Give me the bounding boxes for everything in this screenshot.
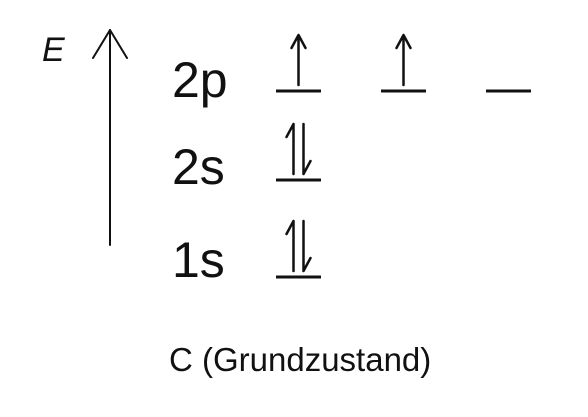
orbitals-1s xyxy=(276,219,321,279)
electron-up-arrow-icon xyxy=(395,33,412,87)
level-label-2s: 2s xyxy=(172,139,225,195)
level-1s: 1s xyxy=(172,219,321,288)
electron-up-arrow-icon xyxy=(285,219,295,273)
orbitals-2s xyxy=(276,122,321,182)
level-2p: 2p xyxy=(172,33,531,108)
level-label-1s: 1s xyxy=(172,232,225,288)
energy-axis-arrowhead xyxy=(92,29,128,59)
electron-down-arrow-icon xyxy=(302,122,312,176)
level-2s: 2s xyxy=(172,122,321,195)
electron-up-arrow-icon xyxy=(285,122,295,176)
level-label-2p: 2p xyxy=(172,52,228,108)
energy-axis: E xyxy=(42,29,128,246)
caption: C (Grundzustand) xyxy=(169,341,431,378)
orbitals-2p xyxy=(276,33,531,93)
electron-up-arrow-icon xyxy=(290,33,307,87)
electron-down-arrow-icon xyxy=(302,219,312,273)
energy-axis-label: E xyxy=(42,31,65,69)
